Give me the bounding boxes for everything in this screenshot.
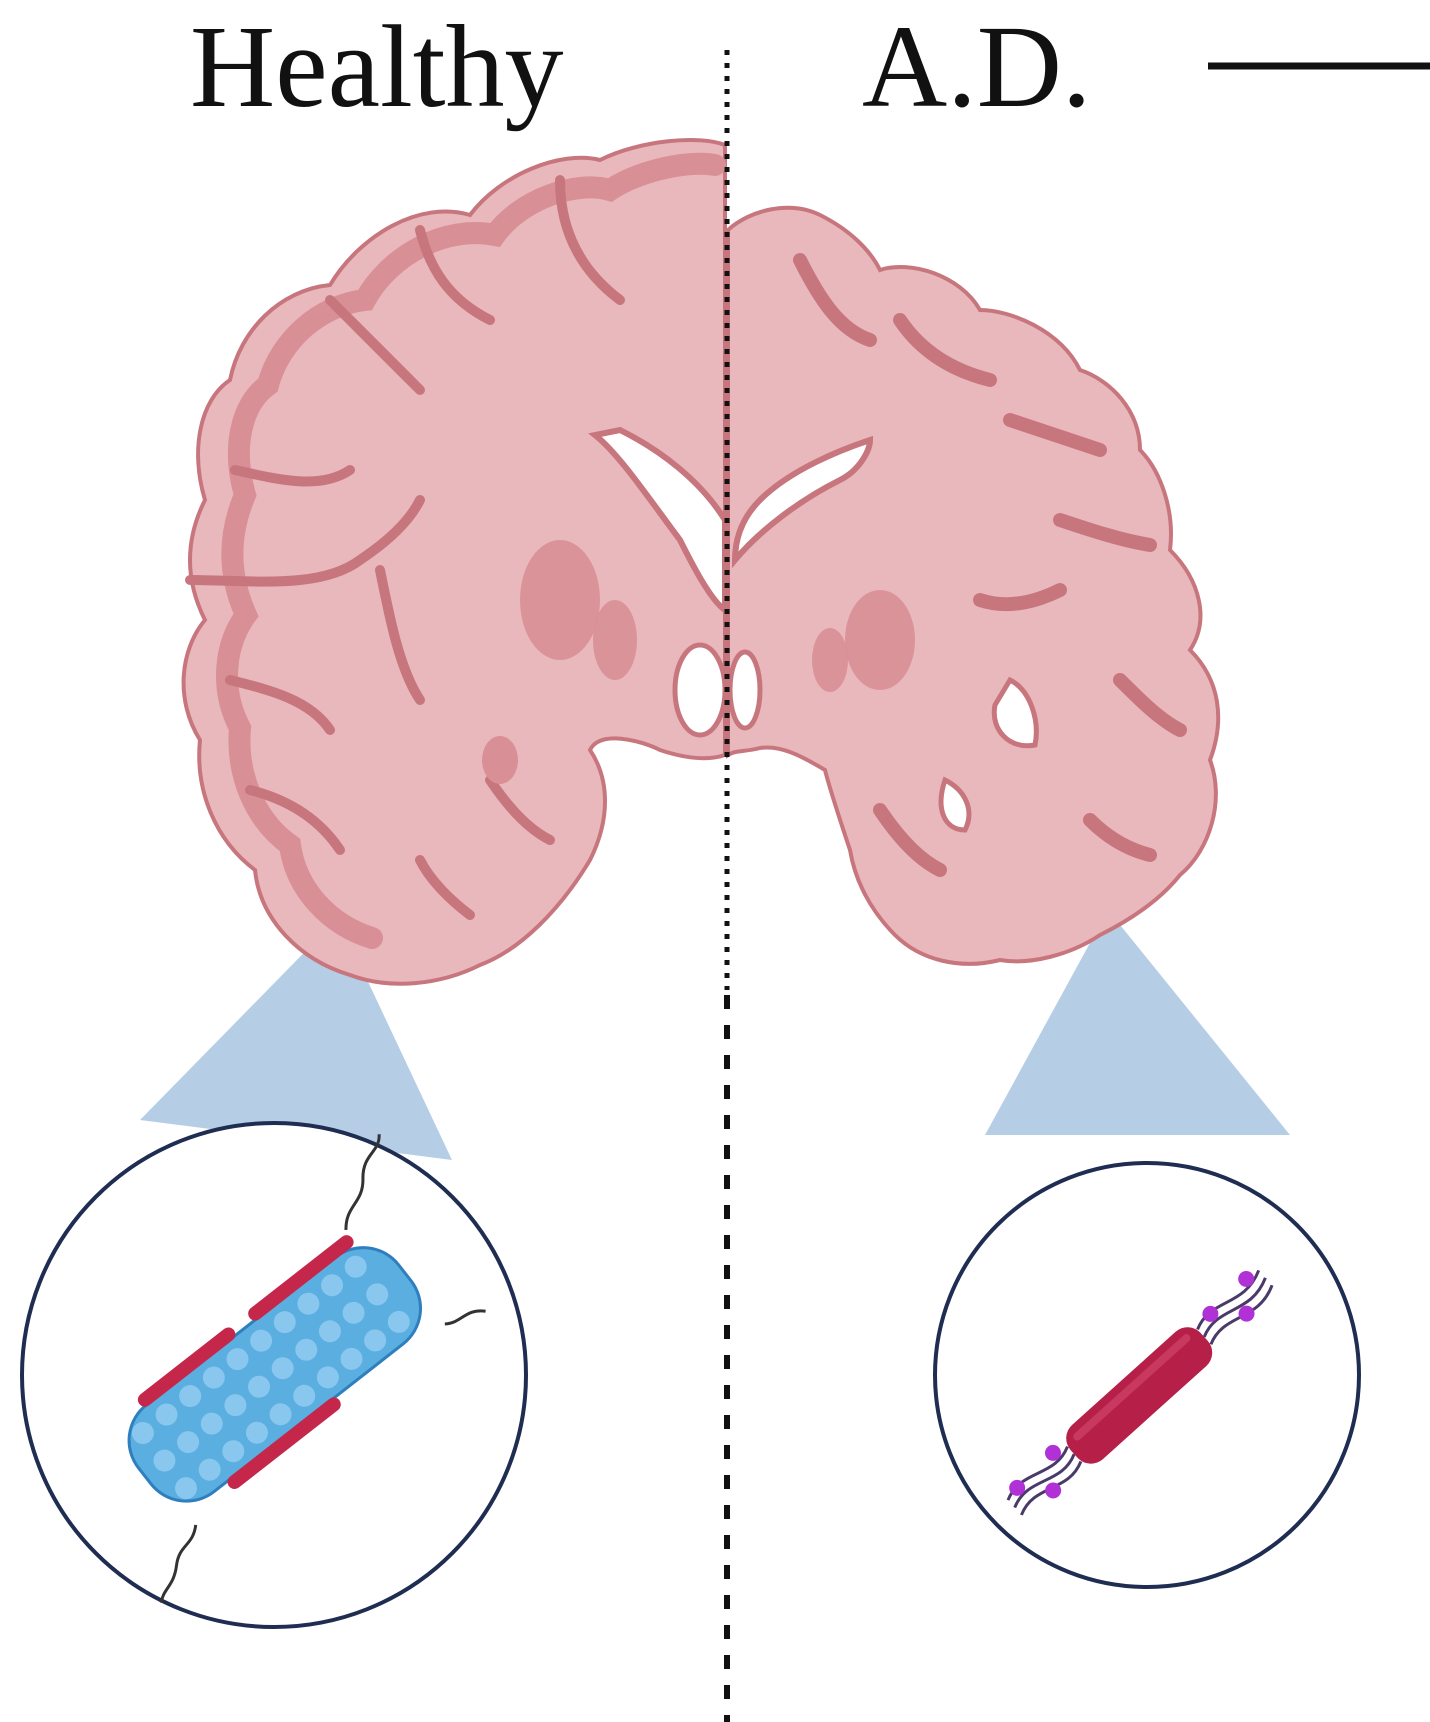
healthy-zoom-circle [17, 1123, 526, 1627]
ad-brain-icon [728, 208, 1218, 964]
healthy-brain-icon [184, 140, 725, 984]
ad-zoom-circle [935, 1163, 1359, 1587]
